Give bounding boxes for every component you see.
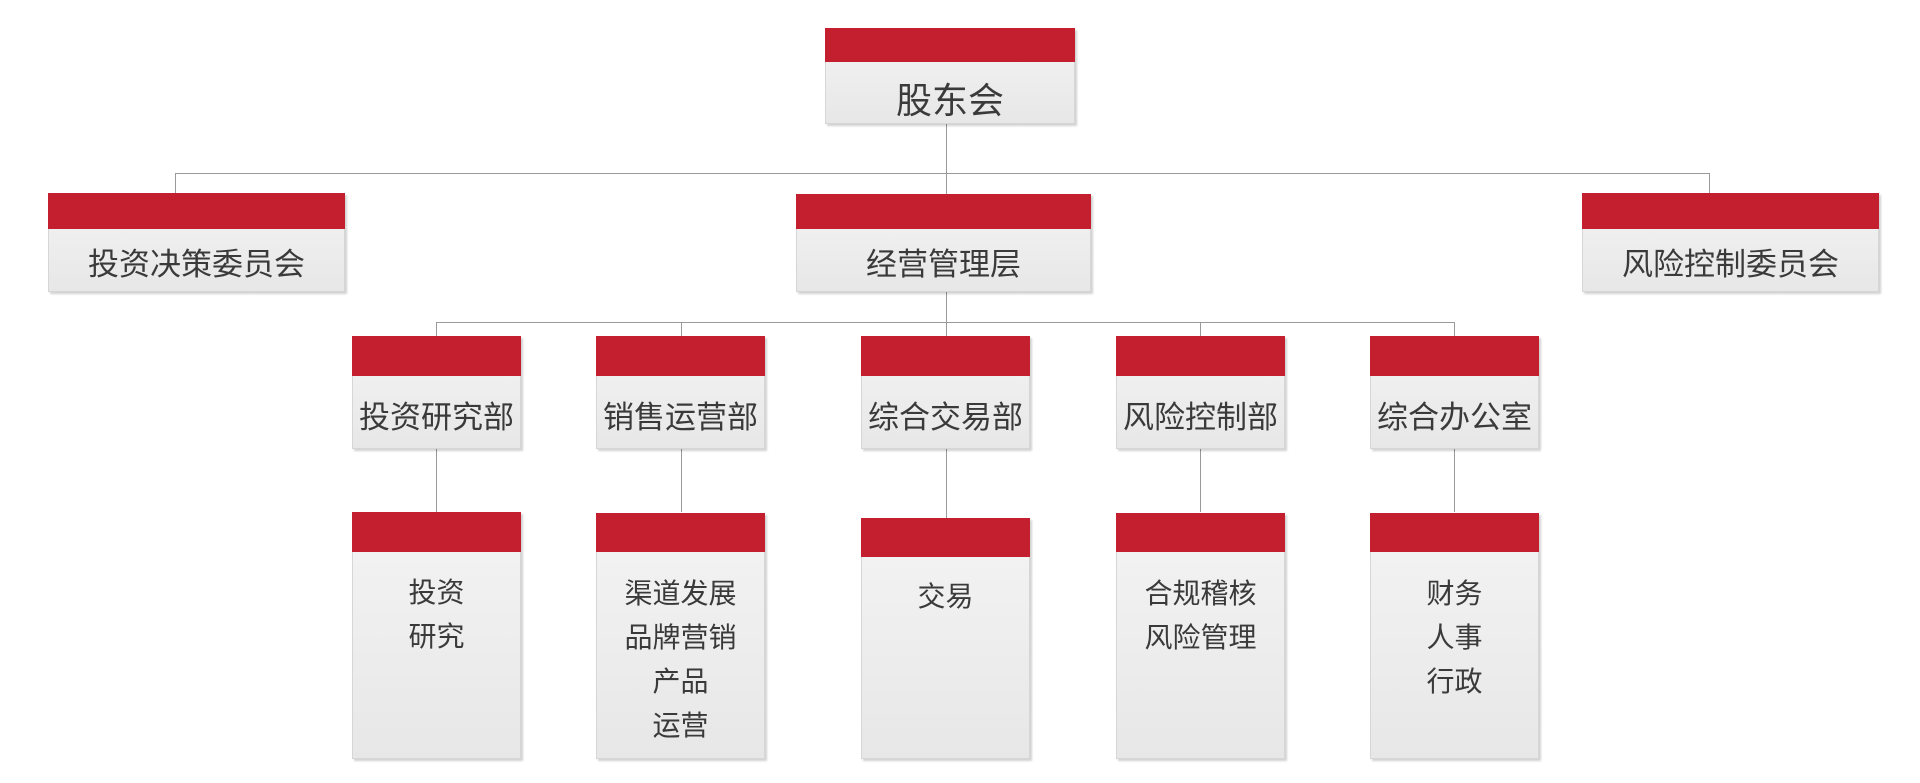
node-header-bar [352, 336, 521, 376]
node-label: 风险控制委员会 [1622, 247, 1839, 283]
node-header-bar [596, 513, 765, 552]
node-label: 风险控制部 [1123, 400, 1278, 436]
node-header-bar [352, 512, 521, 552]
node-sales-operations-dept: 销售运营部 [596, 336, 765, 449]
connector [1454, 322, 1455, 336]
connector [175, 173, 176, 193]
connector [946, 292, 947, 336]
node-investment-research-dept: 投资研究部 [352, 336, 521, 449]
detail-investment-research: 投资 研究 [352, 512, 521, 759]
connector [436, 322, 437, 336]
node-header-bar [596, 336, 765, 376]
node-header-bar [861, 336, 1030, 376]
node-header-bar [1582, 193, 1879, 229]
detail-item: 交易 [917, 580, 974, 613]
connector [1454, 449, 1455, 512]
detail-items: 财务 人事 行政 [1371, 572, 1538, 704]
detail-items: 交易 [862, 575, 1029, 619]
detail-item: 财务 [1426, 577, 1483, 610]
detail-general-office: 财务 人事 行政 [1370, 513, 1539, 759]
detail-item: 风险管理 [1144, 621, 1257, 654]
node-risk-control-committee: 风险控制委员会 [1582, 193, 1879, 292]
detail-item: 品牌营销 [624, 621, 737, 654]
detail-item: 投资 [408, 576, 465, 609]
node-header-bar [796, 194, 1091, 229]
node-general-office: 综合办公室 [1370, 336, 1539, 449]
node-label: 投资决策委员会 [88, 247, 305, 283]
connector [1200, 449, 1201, 512]
connector [1709, 173, 1710, 193]
connector [436, 322, 1455, 323]
node-shareholders-meeting: 股东会 [825, 28, 1075, 124]
connector [946, 449, 947, 518]
node-investment-decision-committee: 投资决策委员会 [48, 193, 345, 292]
detail-items: 投资 研究 [353, 571, 520, 659]
node-label: 投资研究部 [359, 400, 514, 436]
node-header-bar [1116, 513, 1285, 552]
node-label: 经营管理层 [866, 247, 1021, 283]
node-header-bar [825, 28, 1075, 62]
detail-items: 渠道发展 品牌营销 产品 运营 [597, 572, 764, 748]
detail-item: 产品 [652, 665, 709, 698]
detail-trading: 交易 [861, 518, 1030, 759]
node-risk-control-dept: 风险控制部 [1116, 336, 1285, 449]
detail-items: 合规稽核 风险管理 [1117, 572, 1284, 660]
detail-item: 运营 [652, 709, 709, 742]
node-header-bar [1370, 336, 1539, 376]
detail-item: 人事 [1426, 621, 1483, 654]
detail-risk-control: 合规稽核 风险管理 [1116, 513, 1285, 759]
connector [175, 173, 1710, 174]
node-header-bar [861, 518, 1030, 557]
node-header-bar [1116, 336, 1285, 376]
detail-item: 渠道发展 [624, 577, 737, 610]
node-label: 销售运营部 [603, 400, 758, 436]
connector [681, 322, 682, 336]
node-header-bar [1370, 513, 1539, 552]
node-label: 综合办公室 [1377, 400, 1532, 436]
node-management: 经营管理层 [796, 194, 1091, 292]
connector [436, 449, 437, 512]
node-label: 股东会 [895, 81, 1004, 122]
detail-item: 合规稽核 [1144, 577, 1257, 610]
node-trading-dept: 综合交易部 [861, 336, 1030, 449]
connector [1200, 322, 1201, 336]
detail-item: 研究 [408, 620, 465, 653]
detail-item: 行政 [1426, 665, 1483, 698]
node-header-bar [48, 193, 345, 229]
detail-sales-operations: 渠道发展 品牌营销 产品 运营 [596, 513, 765, 759]
connector [681, 449, 682, 512]
node-label: 综合交易部 [868, 400, 1023, 436]
